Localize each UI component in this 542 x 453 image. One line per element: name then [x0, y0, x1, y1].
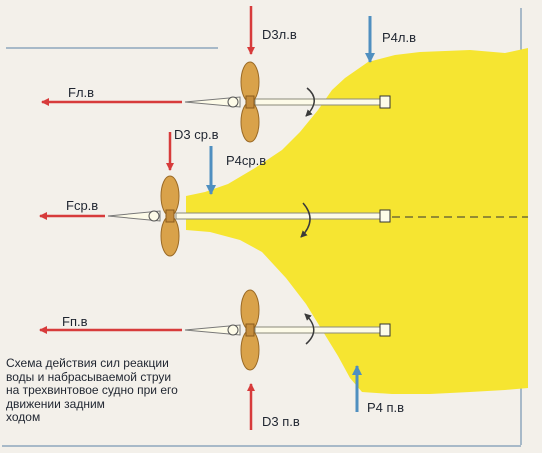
- label-p-left: P4л.в: [382, 30, 416, 45]
- rotation-arrow-icon: [304, 313, 315, 345]
- label-d-left: D3л.в: [262, 27, 297, 42]
- caption-line: на трехвинтовое судно при его: [6, 383, 178, 397]
- hub-cone-center: [107, 210, 161, 222]
- shaft-center: [175, 209, 528, 223]
- label-f-right: Fп.в: [62, 314, 88, 329]
- label-p-center: P4ср.в: [226, 153, 266, 168]
- caption-line: воды и набрасываемой струи: [6, 369, 172, 384]
- caption-line: ходом: [6, 410, 41, 424]
- label-p-right: P4 п.в: [367, 400, 404, 415]
- caption-line: Схема действия сил реакции: [6, 356, 169, 370]
- rotation-arrow-icon: [300, 202, 311, 238]
- diagram-caption: Схема действия сил реакции воды и набрас…: [6, 356, 238, 425]
- water-jet: [186, 48, 528, 394]
- hub-cone-right: [184, 324, 241, 336]
- hub-cone-left: [184, 96, 241, 108]
- caption-line: движении задним: [6, 396, 105, 411]
- label-d-right: D3 п.в: [262, 414, 300, 429]
- label-d-center: D3 ср.в: [174, 127, 219, 142]
- rotation-arrow-icon: [305, 87, 315, 117]
- shaft-right: [254, 323, 391, 337]
- label-f-center: Fср.в: [66, 198, 98, 213]
- label-f-left: Fл.в: [68, 85, 94, 100]
- shaft-left: [254, 95, 391, 109]
